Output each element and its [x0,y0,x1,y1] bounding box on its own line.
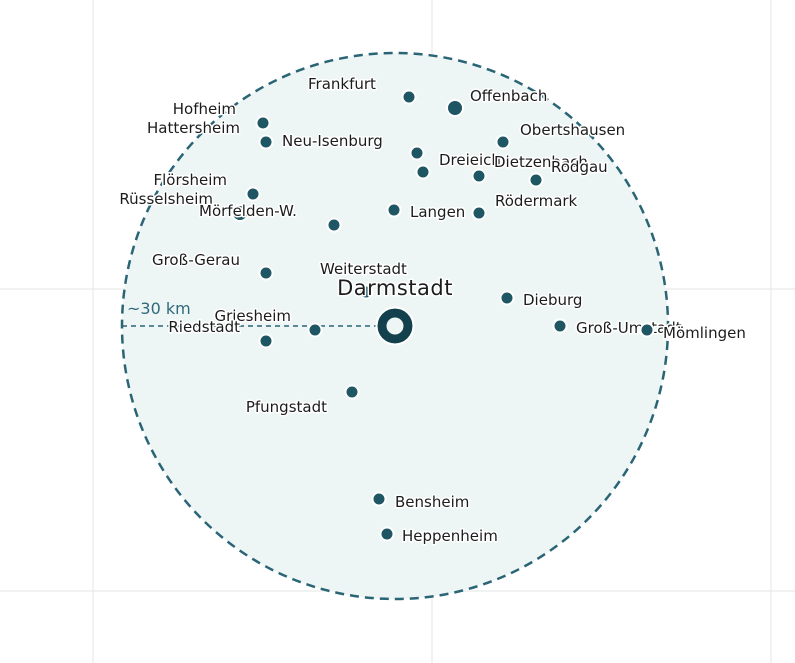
city-marker[interactable] [409,145,425,161]
city-label: Frankfurt [308,75,376,93]
city-label: Offenbach [470,87,547,105]
city-heppenheim[interactable]: Heppenheim [379,526,499,547]
city-marker[interactable] [379,526,395,542]
city-offenbach[interactable]: Offenbach [446,86,549,117]
city-marker[interactable] [471,168,487,184]
city-label: Bensheim [395,493,469,511]
city-rodgau[interactable]: Rodgau [528,157,609,188]
city-marker[interactable] [471,205,487,221]
city-marker[interactable] [446,99,464,117]
city-moemlingen[interactable]: Mömlingen [639,322,747,344]
city-riedstadt[interactable]: Riedstadt [167,317,274,349]
city-label: Flörsheim [154,171,227,189]
city-label: Riedstadt [168,318,240,336]
city-ruesselsheim[interactable]: Rüsselsheim [118,189,249,222]
city-marker[interactable] [415,164,431,180]
city-roedermark[interactable]: Rödermark [471,191,579,221]
city-label: Heppenheim [402,527,498,545]
city-hattersheim[interactable]: Hattersheim [146,118,274,150]
city-label: Pfungstadt [246,398,327,416]
center-city-label: Darmstadt [337,276,453,300]
city-label: Hofheim [173,100,236,118]
city-marker[interactable] [326,217,342,233]
city-label: Griesheim [214,307,291,325]
city-label: Groß-Gerau [152,251,240,269]
city-moerfelden-w[interactable]: Mörfelden-W. [198,201,342,233]
city-weiterstadt[interactable]: Weiterstadt [319,259,409,300]
city-dieburg[interactable]: Dieburg [499,290,584,311]
city-marker[interactable] [639,322,655,338]
city-floersheim[interactable]: Flörsheim [152,170,261,202]
city-marker[interactable] [528,172,544,188]
city-dietzenbach[interactable]: Dietzenbach [471,152,589,184]
center-marker-ring [377,308,413,344]
city-hofheim[interactable]: Hofheim [171,99,271,131]
city-label: Obertshausen [520,121,625,139]
city-label: Neu-Isenburg [282,132,383,150]
city-marker[interactable] [307,322,323,338]
city-label: Groß-Umstadt [576,319,682,337]
city-neu-isenburg[interactable]: Neu-Isenburg [281,131,425,161]
city-label: Rüsselsheim [119,190,213,208]
city-marker[interactable] [255,115,271,131]
city-marker[interactable] [231,204,249,222]
radius-label: ~30 km [127,299,191,318]
city-label: Rodgau [551,158,608,176]
city-frankfurt[interactable]: Frankfurt [307,74,417,105]
city-label: Rödermark [495,192,578,210]
city-label: Langen [410,203,465,221]
city-marker[interactable] [258,134,274,150]
city-marker[interactable] [552,318,568,334]
city-label: Mömlingen [663,324,746,342]
city-label: Hattersheim [147,119,240,137]
city-marker[interactable] [258,333,274,349]
city-pfungstadt[interactable]: Pfungstadt [244,384,360,418]
city-marker[interactable] [358,284,374,300]
city-marker[interactable] [258,265,274,281]
city-langen[interactable]: Langen [386,202,467,223]
city-dreieich[interactable]: Dreieich [415,150,502,180]
city-bensheim[interactable]: Bensheim [371,491,471,513]
city-marker[interactable] [499,290,515,306]
city-griesheim[interactable]: Griesheim [213,306,323,338]
city-label: Mörfelden-W. [199,202,297,220]
city-marker[interactable] [401,89,417,105]
city-marker[interactable] [495,134,511,150]
city-marker[interactable] [245,186,261,202]
city-layer: FrankfurtOffenbachHofheimHattersheimNeu-… [118,74,747,547]
city-marker[interactable] [371,491,387,507]
center-marker-halo [375,306,415,346]
city-marker[interactable] [386,202,402,218]
city-label: Weiterstadt [320,260,407,278]
city-gross-umstadt[interactable]: Groß-Umstadt [552,318,683,339]
city-marker[interactable] [344,384,360,400]
city-gross-gerau[interactable]: Groß-Gerau [150,250,274,281]
city-label: Dietzenbach [494,153,588,171]
center-marker[interactable] [375,306,415,346]
city-label: Dreieich [439,151,501,169]
city-obertshausen[interactable]: Obertshausen [495,120,627,150]
city-label: Dieburg [523,291,582,309]
